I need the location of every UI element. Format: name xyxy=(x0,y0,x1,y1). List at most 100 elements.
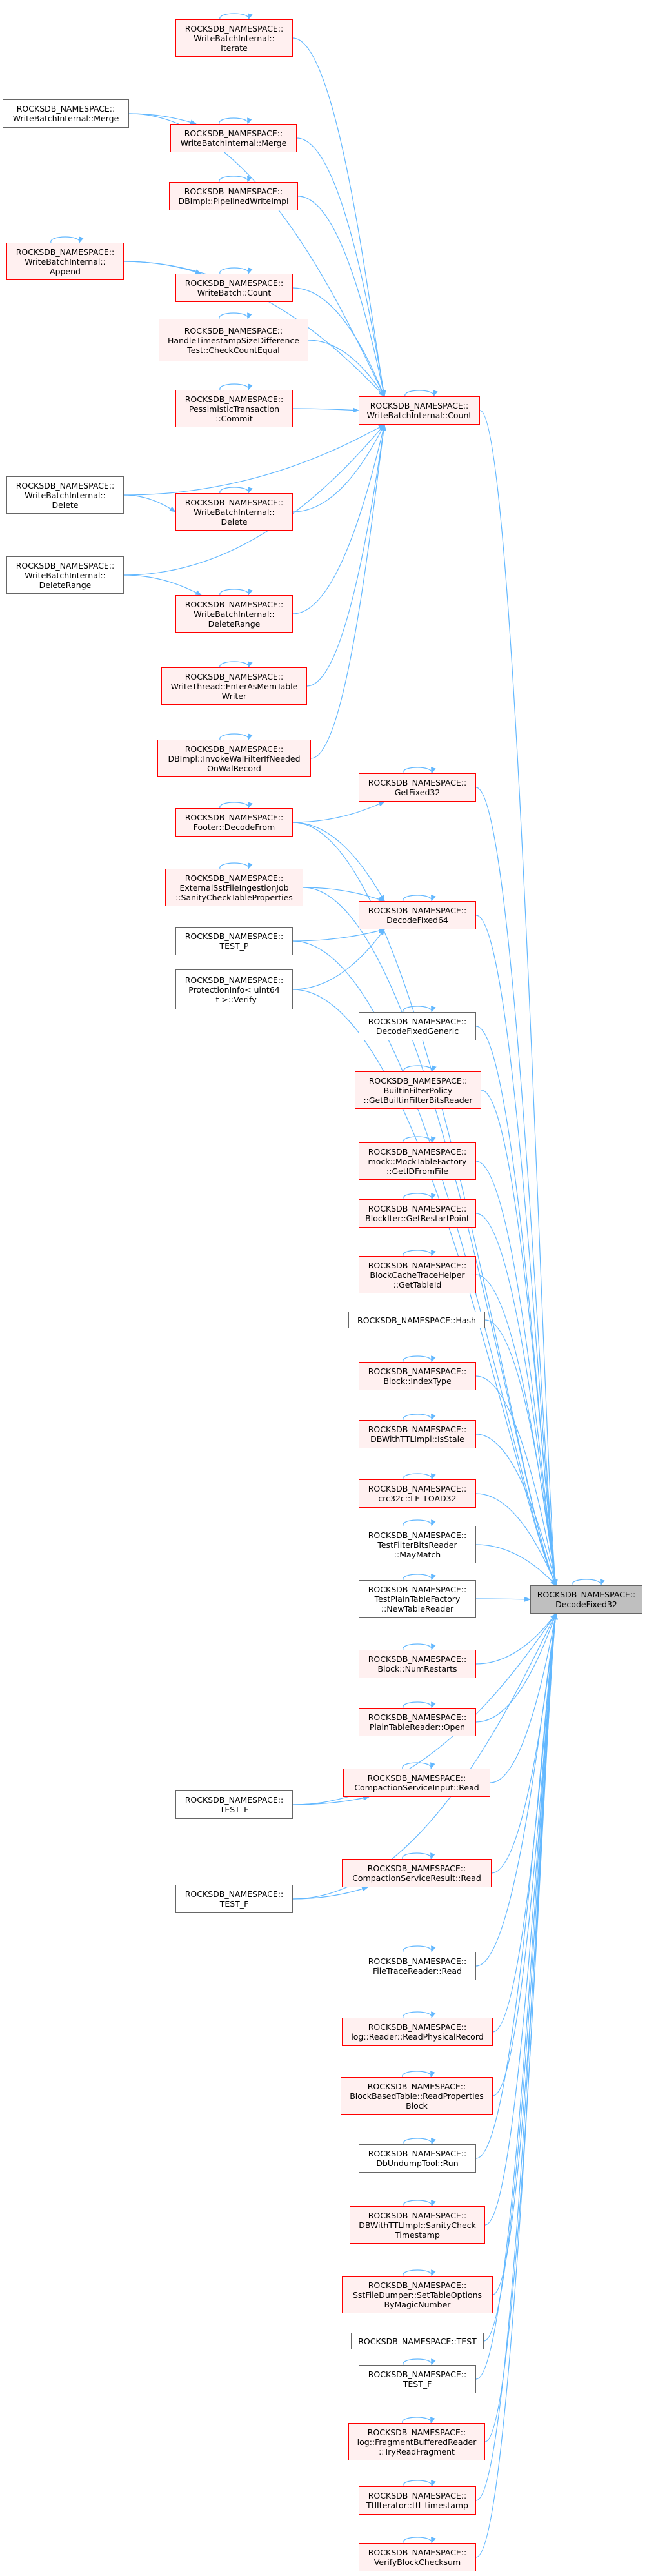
node-builtinfilterpolicy[interactable]: ROCKSDB_NAMESPACE::BuiltinFilterPolicy::… xyxy=(355,1071,481,1109)
node-label-line: TEST_F xyxy=(219,1899,249,1909)
node-log-fragmentbufferedreader[interactable]: ROCKSDB_NAMESPACE::log::FragmentBuffered… xyxy=(348,2423,485,2460)
node-label-line: DecodeFixed64 xyxy=(386,915,448,925)
node-writebatchinternal-deleterange[interactable]: ROCKSDB_NAMESPACE::WriteBatchInternal::D… xyxy=(175,595,293,633)
edge-ext_sst-to-decode_fixed64 xyxy=(303,887,385,902)
self-loop-decode_fixed32 xyxy=(572,1579,605,1586)
self-loop-blockiter xyxy=(403,1193,436,1200)
node-label-line: ::NewTableReader xyxy=(381,1603,454,1614)
edge-verify_block-to-decode_fixed32 xyxy=(475,1613,558,2558)
edge-wbi_iterate-to-wbi_count xyxy=(292,37,386,397)
node-blockcachetracehelper[interactable]: ROCKSDB_NAMESPACE::BlockCacheTraceHelper… xyxy=(359,1256,476,1293)
node-blockiter-getrestartpoint[interactable]: ROCKSDB_NAMESPACE::BlockIter::GetRestart… xyxy=(359,1199,476,1228)
node-label-line: ROCKSDB_NAMESPACE:: xyxy=(368,1530,467,1540)
node-label-line: DeleteRange xyxy=(208,618,261,629)
node-externalsstfileingestionjob[interactable]: ROCKSDB_NAMESPACE::ExternalSstFileIngest… xyxy=(165,869,303,906)
node-testplaintablefactory[interactable]: ROCKSDB_NAMESPACE::TestPlainTableFactory… xyxy=(359,1580,476,1618)
node-label-line: Timestamp xyxy=(395,2229,440,2240)
node-test-f-3[interactable]: ROCKSDB_NAMESPACE::TEST_F xyxy=(359,2365,476,2393)
node-testfilterbitsreader[interactable]: ROCKSDB_NAMESPACE::TestFilterBitsReader:… xyxy=(359,1526,476,1563)
node-test[interactable]: ROCKSDB_NAMESPACE::TEST xyxy=(351,2333,484,2349)
edge-footer_decode-to-get_fixed32 xyxy=(292,801,385,823)
node-label-line: WriteBatchInternal:: xyxy=(25,490,106,500)
node-dbwithttlimpl-isstale[interactable]: ROCKSDB_NAMESPACE::DBWithTTLImpl::IsStal… xyxy=(359,1420,476,1448)
node-test-f-1[interactable]: ROCKSDB_NAMESPACE::TEST_F xyxy=(175,1790,293,1819)
node-writebatchinternal-iterate[interactable]: ROCKSDB_NAMESPACE::WriteBatchInternal::I… xyxy=(175,19,293,57)
node-dbundumptool-run[interactable]: ROCKSDB_NAMESPACE::DbUndumpTool::Run xyxy=(359,2144,476,2173)
node-label-line: CompactionServiceResult::Read xyxy=(352,1873,481,1883)
self-loop-wt_enter xyxy=(219,661,253,668)
node-compactionserviceresult-read[interactable]: ROCKSDB_NAMESPACE::CompactionServiceResu… xyxy=(342,1859,492,1887)
node-label-line: mock::MockTableFactory xyxy=(368,1156,467,1166)
node-block-numrestarts[interactable]: ROCKSDB_NAMESPACE::Block::NumRestarts xyxy=(359,1650,476,1678)
node-writebatchinternal-append[interactable]: ROCKSDB_NAMESPACE::WriteBatchInternal::A… xyxy=(6,243,124,280)
self-loop-test_f3 xyxy=(403,2358,436,2366)
node-label-line: ExternalSstFileIngestionJob xyxy=(179,882,289,893)
node-plaintablereader-open[interactable]: ROCKSDB_NAMESPACE::PlainTableReader::Ope… xyxy=(359,1708,476,1736)
node-label-line: Block::IndexType xyxy=(383,1376,452,1386)
node-pessimistictransaction-commit[interactable]: ROCKSDB_NAMESPACE::PessimisticTransactio… xyxy=(175,390,293,427)
node-test-p[interactable]: ROCKSDB_NAMESPACE::TEST_P xyxy=(175,927,293,955)
node-hash[interactable]: ROCKSDB_NAMESPACE::Hash xyxy=(348,1312,485,1328)
node-label-line: ROCKSDB_NAMESPACE:: xyxy=(368,1075,468,1086)
node-writebatchinternal-deleterange-left[interactable]: ROCKSDB_NAMESPACE::WriteBatchInternal::D… xyxy=(6,556,124,594)
node-label-line: ROCKSDB_NAMESPACE:: xyxy=(368,1484,467,1494)
node-filetracereader-read[interactable]: ROCKSDB_NAMESPACE::FileTraceReader::Read xyxy=(359,1952,476,1980)
edge-handle_ts-to-wbi_count xyxy=(308,340,385,397)
edge-hash-to-decode_fixed32 xyxy=(484,1319,558,1586)
node-get-fixed32[interactable]: ROCKSDB_NAMESPACE::GetFixed32 xyxy=(359,773,476,802)
node-footer-decodefrom[interactable]: ROCKSDB_NAMESPACE::Footer::DecodeFrom xyxy=(175,808,293,837)
node-label-line: Footer::DecodeFrom xyxy=(193,822,275,832)
node-decode-fixed64[interactable]: ROCKSDB_NAMESPACE::DecodeFixed64 xyxy=(359,901,476,929)
node-crc32c-le-load32[interactable]: ROCKSDB_NAMESPACE::crc32c::LE_LOAD32 xyxy=(359,1479,476,1508)
node-label-line: ::TryReadFragment xyxy=(379,2446,455,2457)
node-label-line: SstFileDumper::SetTableOptions xyxy=(352,2289,483,2300)
node-blockbasedtable-readproperties[interactable]: ROCKSDB_NAMESPACE::BlockBasedTable::Read… xyxy=(341,2077,493,2115)
node-protectioninfo-verify[interactable]: ROCKSDB_NAMESPACE::ProtectionInfo< uint6… xyxy=(175,969,293,1009)
self-loop-ext_sst xyxy=(219,862,253,869)
node-label-line: ROCKSDB_NAMESPACE:: xyxy=(368,906,467,915)
node-ttliterator-ttl-timestamp[interactable]: ROCKSDB_NAMESPACE::TtlIterator::ttl_time… xyxy=(359,2486,476,2515)
node-label-line: WriteThread::EnterAsMemTable xyxy=(170,681,298,691)
node-writethread-enterasmemtablewriter[interactable]: ROCKSDB_NAMESPACE::WriteThread::EnterAsM… xyxy=(161,667,307,705)
node-label-line: PessimisticTransaction xyxy=(188,403,280,414)
node-mocktablefactory[interactable]: ROCKSDB_NAMESPACE::mock::MockTableFactor… xyxy=(359,1142,476,1180)
self-loop-test_plain xyxy=(403,1574,436,1581)
node-decode-fixed32[interactable]: ROCKSDB_NAMESPACE::DecodeFixed32 xyxy=(530,1585,642,1614)
node-writebatchinternal-merge-left[interactable]: ROCKSDB_NAMESPACE::WriteBatchInternal::M… xyxy=(3,99,129,128)
self-loop-wbi_count xyxy=(404,390,438,397)
node-dbimpl-pipelinedwriteimpl[interactable]: ROCKSDB_NAMESPACE::DBImpl::PipelinedWrit… xyxy=(169,182,298,210)
node-label-line: Writer xyxy=(221,691,247,701)
node-test-f-2[interactable]: ROCKSDB_NAMESPACE::TEST_F xyxy=(175,1885,293,1913)
self-loop-wbi_append xyxy=(50,236,84,243)
node-label-line: ROCKSDB_NAMESPACE:: xyxy=(15,480,115,491)
node-label-line: WriteBatchInternal:: xyxy=(194,507,275,517)
node-label-line: BuiltinFilterPolicy xyxy=(383,1085,453,1095)
edge-pess_commit-to-wbi_count xyxy=(292,407,359,413)
node-label-line: ROCKSDB_NAMESPACE:: xyxy=(368,1956,467,1966)
node-writebatchinternal-count[interactable]: ROCKSDB_NAMESPACE::WriteBatchInternal::C… xyxy=(359,396,480,425)
edge-dbttl_sanity-to-decode_fixed32 xyxy=(484,1613,558,2226)
node-label-line: ROCKSDB_NAMESPACE:: xyxy=(367,1773,466,1783)
node-dbimpl-invokewalfilter[interactable]: ROCKSDB_NAMESPACE::DBImpl::InvokeWalFilt… xyxy=(157,740,311,777)
node-sstfiledumper-settableoptions[interactable]: ROCKSDB_NAMESPACE::SstFileDumper::SetTab… xyxy=(342,2276,493,2313)
node-verifyblockchecksum[interactable]: ROCKSDB_NAMESPACE::VerifyBlockChecksum xyxy=(359,2543,476,2571)
node-log-reader-readphysicalrecord[interactable]: ROCKSDB_NAMESPACE::log::Reader::ReadPhys… xyxy=(342,2018,493,2046)
node-writebatchinternal-delete[interactable]: ROCKSDB_NAMESPACE::WriteBatchInternal::D… xyxy=(175,493,293,531)
node-compactionserviceinput-read[interactable]: ROCKSDB_NAMESPACE::CompactionServiceInpu… xyxy=(343,1769,490,1797)
node-label-line: ROCKSDB_NAMESPACE:: xyxy=(184,497,284,507)
node-dbwithttlimpl-sanitycheck[interactable]: ROCKSDB_NAMESPACE::DBWithTTLImpl::Sanity… xyxy=(350,2206,485,2244)
node-label-line: Test::CheckCountEqual xyxy=(187,345,280,355)
node-block-indextype[interactable]: ROCKSDB_NAMESPACE::Block::IndexType xyxy=(359,1362,476,1390)
node-label-line: ROCKSDB_NAMESPACE:: xyxy=(368,2210,467,2220)
node-label-line: ROCKSDB_NAMESPACE:: xyxy=(368,1654,467,1664)
node-writebatch-count[interactable]: ROCKSDB_NAMESPACE::WriteBatch::Count xyxy=(175,274,293,302)
node-label-line: OnWalRecord xyxy=(207,763,261,773)
node-decodefixedgeneric[interactable]: ROCKSDB_NAMESPACE::DecodeFixedGeneric xyxy=(359,1012,476,1040)
node-writebatchinternal-merge[interactable]: ROCKSDB_NAMESPACE::WriteBatchInternal::M… xyxy=(170,124,297,152)
node-handletimestampsizedifference[interactable]: ROCKSDB_NAMESPACE::HandleTimestampSizeDi… xyxy=(159,319,308,361)
edge-wbi_count-to-decode_fixed32 xyxy=(479,410,558,1586)
self-loop-pess_commit xyxy=(219,383,253,390)
edge-dbttl-to-decode_fixed32 xyxy=(475,1434,557,1586)
node-writebatchinternal-delete-left[interactable]: ROCKSDB_NAMESPACE::WriteBatchInternal::D… xyxy=(6,476,124,514)
node-label-line: DBImpl::InvokeWalFilterIfNeeded xyxy=(168,753,301,764)
